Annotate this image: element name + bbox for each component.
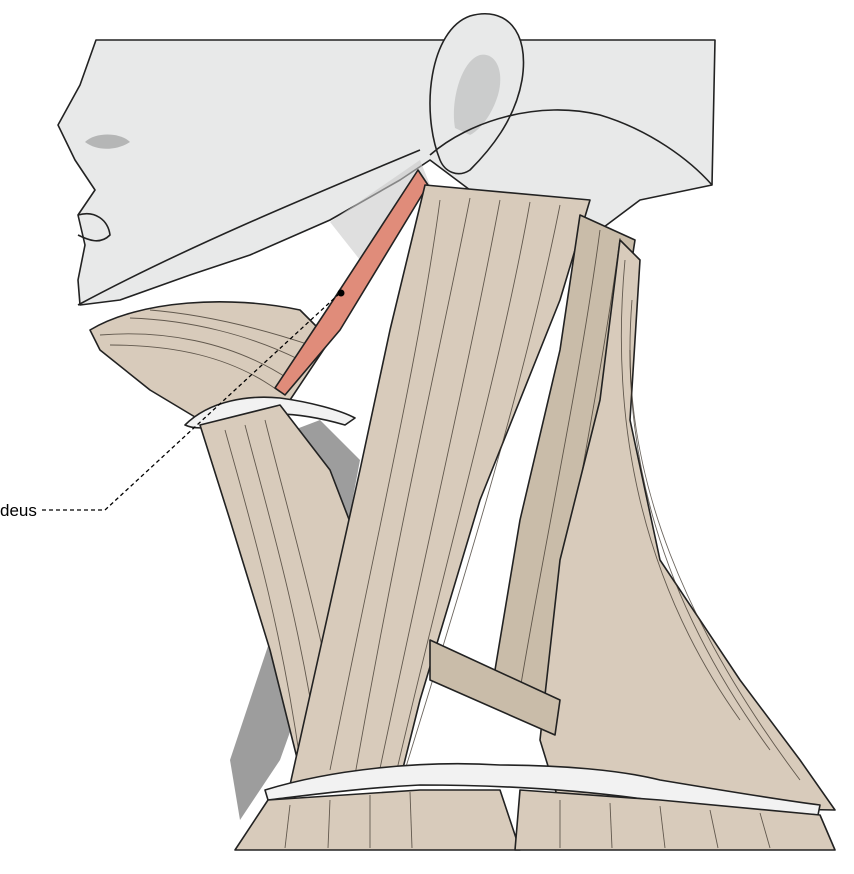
trapezius-muscle [539,239,836,811]
leader-line [42,292,341,511]
ear [429,12,525,175]
leader-endpoint [337,289,345,297]
face-features [77,134,130,242]
stylohyoid-label: deus [0,501,37,520]
jaw-line [77,109,713,306]
head-skin [57,39,716,306]
label-group: deus [0,289,345,520]
omohyoid-muscle [429,639,561,736]
pectoral-muscles [234,789,836,851]
